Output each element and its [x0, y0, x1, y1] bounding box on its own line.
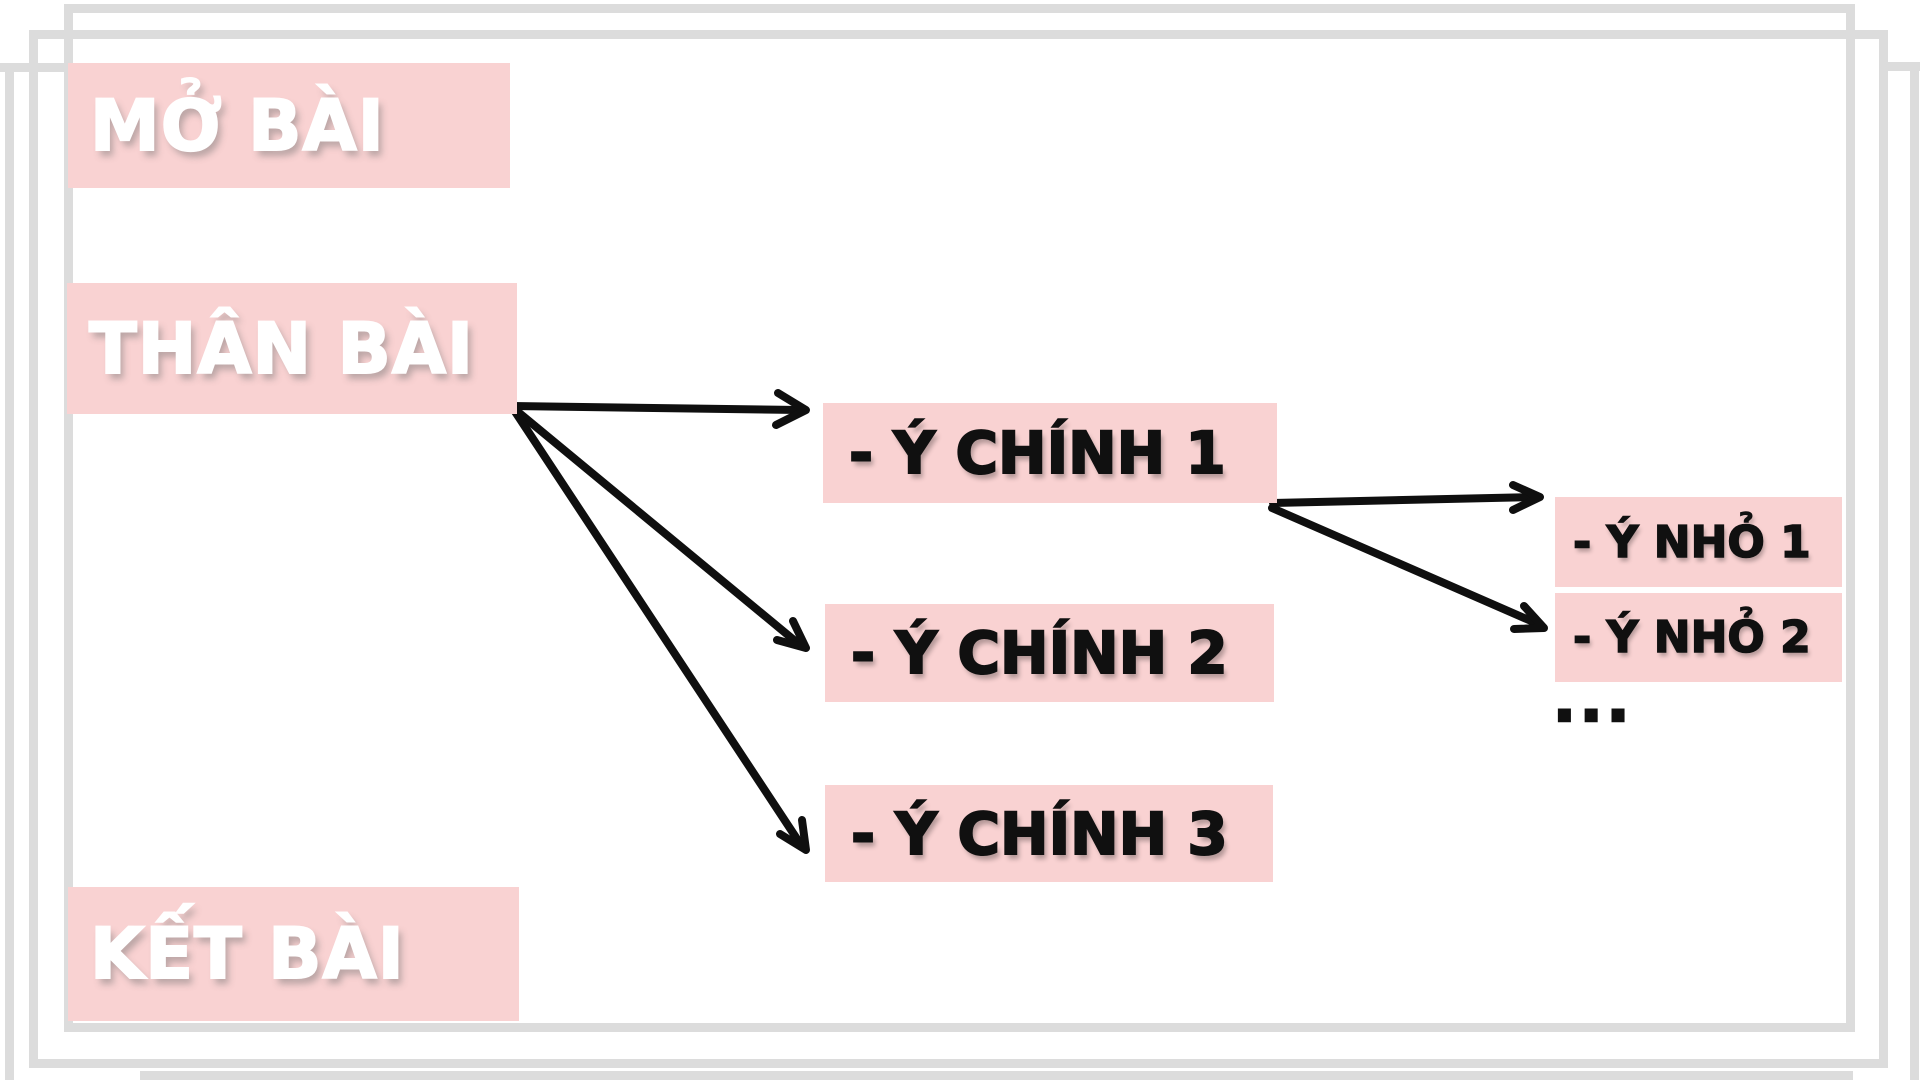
- node-mo-bai-label: MỞ BÀI: [89, 84, 385, 168]
- node-ket-bai-label: KẾT BÀI: [89, 912, 405, 996]
- node-than-bai: THÂN BÀI: [67, 283, 517, 414]
- node-mo-bai: MỞ BÀI: [68, 63, 510, 188]
- node-y-nho-1: - Ý NHỎ 1: [1555, 497, 1842, 587]
- node-y-chinh-2: - Ý CHÍNH 2: [825, 604, 1274, 702]
- frame-bottom-segment: [140, 1071, 1853, 1080]
- frame-right-corner-segment: [1888, 62, 1920, 71]
- node-y-chinh-3: - Ý CHÍNH 3: [825, 785, 1273, 882]
- node-y-nho-2: - Ý NHỎ 2: [1555, 593, 1842, 682]
- node-ket-bai: KẾT BÀI: [68, 887, 519, 1021]
- frame-right-segment: [1910, 62, 1919, 1080]
- frame-left-corner-segment: [0, 63, 73, 72]
- frame-outer-rectangle: [64, 4, 1855, 1032]
- more-sub-ideas-ellipsis: ...: [1552, 665, 1634, 738]
- node-y-chinh-3-label: - Ý CHÍNH 3: [850, 799, 1229, 869]
- node-y-nho-2-label: - Ý NHỎ 2: [1572, 611, 1811, 664]
- node-than-bai-label: THÂN BÀI: [88, 307, 475, 391]
- frame-inner-rectangle: [29, 30, 1888, 1068]
- node-y-chinh-2-label: - Ý CHÍNH 2: [850, 618, 1229, 688]
- node-y-nho-1-label: - Ý NHỎ 1: [1572, 516, 1811, 569]
- node-y-chinh-1-label: - Ý CHÍNH 1: [848, 418, 1227, 488]
- node-y-chinh-1: - Ý CHÍNH 1: [823, 403, 1277, 503]
- frame-left-segment: [5, 63, 14, 1080]
